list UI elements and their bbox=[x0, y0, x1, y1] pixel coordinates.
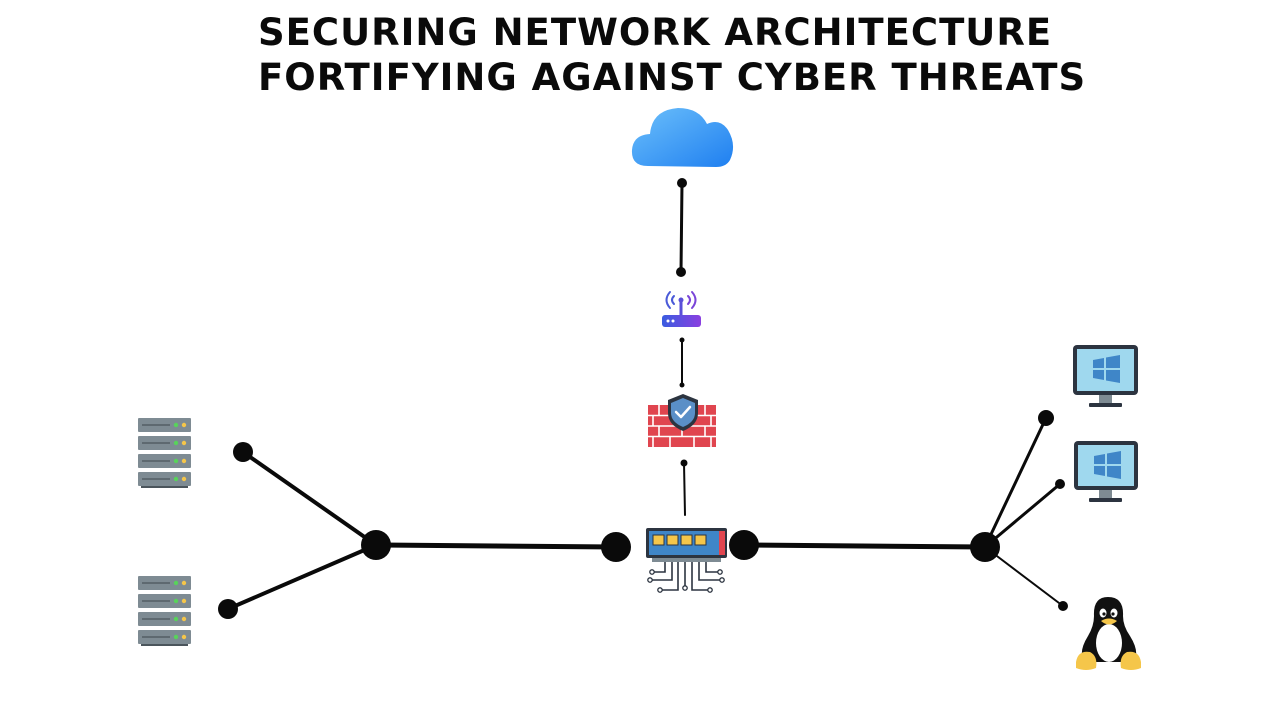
dot-switch-left bbox=[601, 532, 631, 562]
windows-monitor-icon-top bbox=[1073, 345, 1138, 407]
dot-router-top bbox=[676, 267, 686, 277]
linux-penguin-icon bbox=[1076, 597, 1141, 670]
server-rack-icon-bottom bbox=[138, 576, 191, 646]
dot-right-hub bbox=[970, 532, 1000, 562]
link-server-top bbox=[241, 450, 378, 547]
link-right-trunk bbox=[741, 542, 988, 550]
link-cloud-router bbox=[679, 181, 684, 274]
dot-switch-right bbox=[729, 530, 759, 560]
page-title: SECURING NETWORK ARCHITECTURE FORTIFYING… bbox=[258, 10, 1158, 100]
dot-cloud bbox=[677, 178, 687, 188]
dot-firewall-bottom bbox=[680, 459, 688, 467]
windows-monitor-icon-middle bbox=[1074, 441, 1138, 502]
network-switch-icon bbox=[646, 528, 727, 593]
link-pc-middle bbox=[983, 482, 1062, 549]
dot-linux bbox=[1058, 601, 1068, 611]
link-server-bottom bbox=[226, 543, 378, 611]
dot-pc-middle bbox=[1055, 479, 1065, 489]
dot-pc-top bbox=[1038, 410, 1054, 426]
connections bbox=[226, 181, 1064, 611]
dot-server-top bbox=[233, 442, 253, 462]
junction-dots bbox=[218, 178, 1068, 619]
wifi-router-icon bbox=[662, 291, 701, 327]
dot-left-hub bbox=[361, 530, 391, 560]
title-line-2: FORTIFYING AGAINST CYBER THREATS bbox=[258, 56, 1087, 99]
link-firewall-switch bbox=[683, 462, 686, 516]
firewall-shield-icon bbox=[648, 394, 716, 447]
dot-firewall-top bbox=[679, 382, 685, 388]
link-pc-top bbox=[983, 416, 1048, 549]
dot-router-bottom bbox=[679, 337, 685, 343]
link-linux bbox=[984, 546, 1064, 607]
dot-server-bottom bbox=[218, 599, 238, 619]
title-line-1: SECURING NETWORK ARCHITECTURE bbox=[258, 11, 1053, 54]
link-left-trunk bbox=[373, 542, 619, 550]
cloud-icon bbox=[631, 108, 734, 167]
server-rack-icon-top bbox=[138, 418, 191, 488]
